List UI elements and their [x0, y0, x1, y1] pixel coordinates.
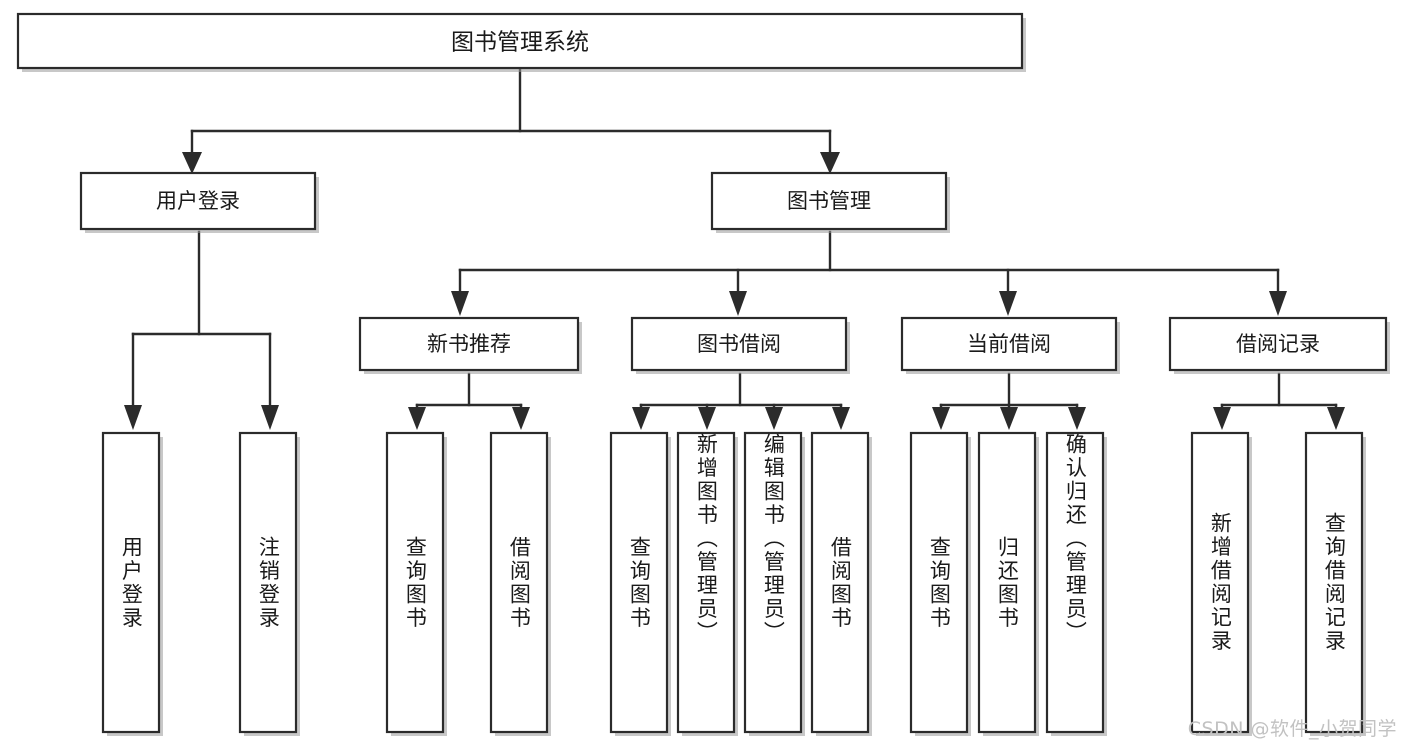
leaf-book-borrow-0[interactable]	[609, 431, 671, 736]
arrowhead-current-borrow	[999, 291, 1017, 316]
connector-layer	[124, 66, 1345, 430]
arrowhead-leaf-cb-1	[1000, 407, 1018, 430]
arrowhead-leaf-bb-0	[632, 407, 650, 430]
arrowhead-leaf-br-0	[1213, 407, 1231, 430]
arrowhead-leaf-nbr-0	[408, 407, 426, 430]
arrowhead-borrow-records	[1269, 291, 1287, 316]
node-book-borrow-label: 图书借阅	[697, 332, 781, 356]
leaf-current-borrow-1[interactable]	[977, 431, 1039, 736]
arrowhead-leaf-nbr-1	[512, 407, 530, 430]
leaf-borrow-records-1[interactable]	[1304, 431, 1366, 736]
node-book-manage[interactable]: 图书管理	[710, 171, 950, 233]
leaf-current-borrow-0[interactable]	[909, 431, 971, 736]
node-current-borrow[interactable]: 当前借阅	[900, 316, 1120, 374]
node-user-login[interactable]: 用户登录	[79, 171, 319, 233]
leaf-new-book-recommend-1[interactable]	[489, 431, 551, 736]
arrowhead-new-book-recommend	[451, 291, 469, 316]
arrowhead-leaf-bb-1	[698, 407, 716, 430]
leaf-book-borrow-2[interactable]	[743, 431, 805, 736]
leaf-current-borrow-2[interactable]	[1045, 431, 1107, 736]
arrowhead-book-manage	[820, 152, 840, 174]
arrowhead-leaf-user-login-0	[124, 405, 142, 430]
node-new-book-recommend-label: 新书推荐	[427, 332, 511, 356]
arrowhead-leaf-bb-2	[765, 407, 783, 430]
node-book-manage-label: 图书管理	[787, 189, 871, 213]
leaf-book-borrow-3[interactable]	[810, 431, 872, 736]
arrowhead-leaf-cb-2	[1068, 407, 1086, 430]
node-current-borrow-label: 当前借阅	[967, 332, 1051, 356]
node-root[interactable]: 图书管理系统	[16, 12, 1026, 72]
csdn-watermark: CSDN @软件_小贺同学	[1187, 718, 1397, 740]
leaf-user-login-0[interactable]	[101, 431, 163, 736]
leaf-book-borrow-1[interactable]	[676, 431, 738, 736]
node-book-borrow[interactable]: 图书借阅	[630, 316, 850, 374]
node-borrow-records[interactable]: 借阅记录	[1168, 316, 1390, 374]
arrowhead-leaf-bb-3	[832, 407, 850, 430]
node-borrow-records-label: 借阅记录	[1236, 332, 1320, 356]
arrowhead-user-login	[182, 152, 202, 174]
arrowhead-leaf-br-1	[1327, 407, 1345, 430]
arrowhead-leaf-user-login-1	[261, 405, 279, 430]
leaf-borrow-records-0[interactable]	[1190, 431, 1252, 736]
node-user-login-label: 用户登录	[156, 189, 240, 213]
arrowhead-book-borrow	[729, 291, 747, 316]
node-root-label: 图书管理系统	[451, 30, 589, 56]
leaf-user-login-1[interactable]	[238, 431, 300, 736]
node-new-book-recommend[interactable]: 新书推荐	[358, 316, 582, 374]
arrowhead-leaf-cb-0	[932, 407, 950, 430]
leaf-new-book-recommend-0[interactable]	[385, 431, 447, 736]
